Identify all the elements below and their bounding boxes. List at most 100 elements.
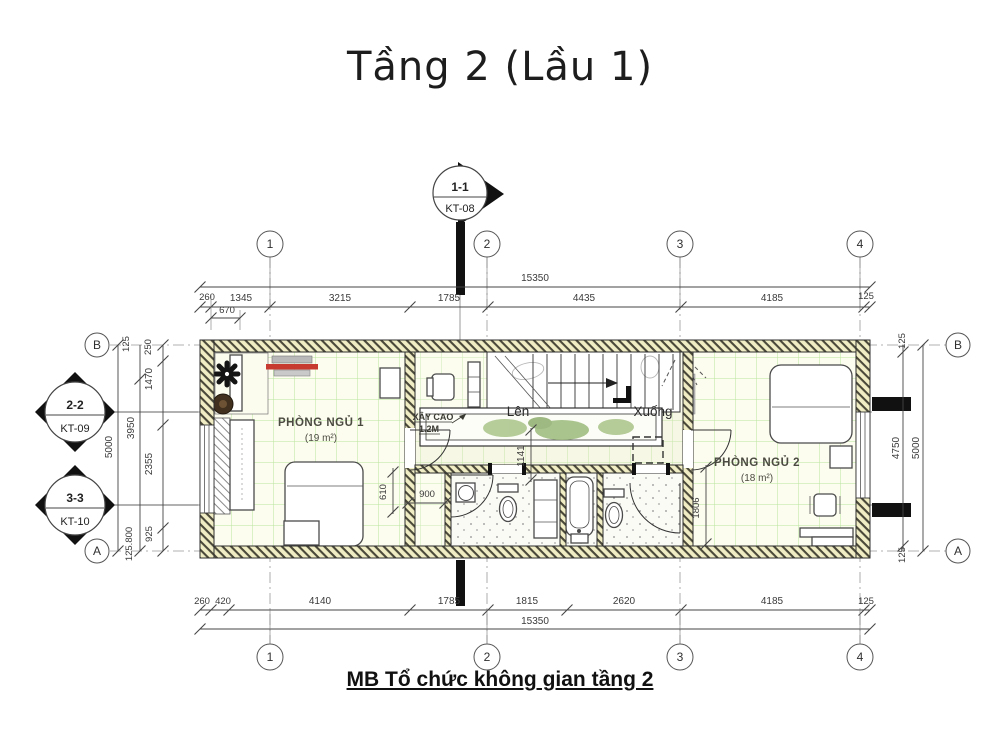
grid-row-B-right: B <box>954 338 962 352</box>
wall-bath-divider2 <box>596 472 604 547</box>
grid-row-A-left: A <box>93 544 101 558</box>
wall-bath-divider1 <box>559 472 567 547</box>
wall-vestibule <box>444 472 452 547</box>
dim-bot-125: 125 <box>858 596 874 607</box>
door-opening-bedroom1 <box>405 428 415 468</box>
bedroom1-area: (19 m²) <box>305 433 337 444</box>
dim-left-5000: 5000 <box>104 435 115 458</box>
doors <box>409 429 732 534</box>
grid-col-3-bottom: 3 <box>677 650 684 664</box>
dim-top-1345: 1345 <box>230 293 253 304</box>
dimensions-bottom: 260 420 4140 1785 1815 2620 4185 125 153… <box>193 596 877 644</box>
dim-int-1806: 1806 <box>691 497 702 518</box>
section-3-3-code: 3-3 <box>66 491 84 505</box>
stair-floor <box>487 352 680 412</box>
shower-cabinet <box>533 479 558 539</box>
grid-bubbles: 1 2 3 4 1 2 3 4 B A B A <box>84 230 971 671</box>
dimensions-left: 125 250 1470 3950 5000 2355 925 125.800 <box>104 336 170 561</box>
bedroom1-label: PHÒNG NGỦ 1 <box>278 416 364 429</box>
dim-bot-1815: 1815 <box>516 596 539 607</box>
stair-up-label: Lên <box>507 404 530 419</box>
door-opening-bedroom2 <box>683 430 693 468</box>
ac-unit-bedroom1 <box>266 355 318 377</box>
grid-row-B-left: B <box>93 338 101 352</box>
door-bedroom1 <box>409 429 451 471</box>
dimensions-interior: 1141 900 610 1806 <box>378 423 713 551</box>
window-right <box>855 411 871 499</box>
section-1-1-sheet: KT-08 <box>445 203 474 215</box>
dim-right-125-bottom: 125 <box>897 547 908 563</box>
dimensions-right: 125 4750 5000 125 <box>891 333 930 563</box>
dimensions-top: 15350 260 1345 3215 1785 4435 4185 125 6… <box>193 273 877 330</box>
note-leader-arrow <box>459 414 466 420</box>
dim-left-2355: 2355 <box>144 452 155 475</box>
walls <box>199 222 911 606</box>
grid-col-4-top: 4 <box>857 237 864 251</box>
dim-bot-4140: 4140 <box>309 596 332 607</box>
window-left <box>199 424 215 514</box>
dim-bot-1785: 1785 <box>438 596 461 607</box>
dim-top-260: 260 <box>199 292 215 303</box>
dim-int-1141: 1141 <box>516 445 527 467</box>
grid-col-1-top: 1 <box>267 237 274 251</box>
door-bath1 <box>450 474 494 518</box>
section-1-1-code: 1-1 <box>451 180 469 194</box>
dim-top-4435: 4435 <box>573 293 596 304</box>
bed-2 <box>769 364 853 444</box>
note-build-high-1: XÂY CAO <box>413 411 454 422</box>
bedroom2-label: PHÒNG NGỦ 2 <box>714 456 800 469</box>
bed-1-bench <box>283 520 320 546</box>
dim-top-1785: 1785 <box>438 293 461 304</box>
section-marker-3-3: 3-3 KT-10 <box>35 465 198 545</box>
sink <box>455 482 476 503</box>
section-2-2-sheet: KT-09 <box>60 423 89 435</box>
bedroom2-chair <box>813 493 837 517</box>
dim-left-1470: 1470 <box>144 367 155 390</box>
dim-bot-4185: 4185 <box>761 596 784 607</box>
balcony-beam-lower <box>872 503 911 517</box>
dim-bot-2620: 2620 <box>613 596 636 607</box>
stair-direction-arrow <box>606 378 618 388</box>
step-2 <box>811 536 854 547</box>
section-bar-bottom <box>456 560 465 606</box>
stair-down-label: Xuống <box>633 404 672 419</box>
nightstand <box>829 445 853 469</box>
note-build-high-2: 1.2M <box>419 424 439 434</box>
dim-right-4750: 4750 <box>891 436 902 459</box>
grid-col-3-top: 3 <box>677 237 684 251</box>
hall-chair <box>431 373 455 401</box>
dim-int-610: 610 <box>378 484 389 500</box>
dim-top-4185: 4185 <box>761 293 784 304</box>
staircase <box>419 351 707 464</box>
dim-top-3215: 3215 <box>329 293 352 304</box>
door-bath2 <box>629 482 681 534</box>
grid-col-4-bottom: 4 <box>857 650 864 664</box>
dim-left-925: 925 <box>144 526 155 542</box>
section-marker-1-1: 1-1 KT-08 <box>432 162 504 226</box>
void-opening-dashed <box>632 436 664 464</box>
balcony-beam-upper <box>872 397 911 411</box>
dim-left-125: 125 <box>121 336 132 352</box>
planter-greenery <box>483 417 634 440</box>
grid-row-A-right: A <box>954 544 962 558</box>
section-marker-2-2: 2-2 KT-09 <box>35 372 198 452</box>
dim-top-125: 125 <box>858 291 874 302</box>
wardrobe-hatch <box>213 417 231 515</box>
grid-col-1-bottom: 1 <box>267 650 274 664</box>
dim-bot-420: 420 <box>215 596 231 607</box>
step-1 <box>799 527 854 538</box>
dim-left-125-800: 125.800 <box>124 527 135 561</box>
door-bedroom2 <box>690 429 732 471</box>
dim-int-900: 900 <box>419 489 435 500</box>
dim-bot-overall: 15350 <box>521 616 549 627</box>
dim-left-3950: 3950 <box>126 416 137 439</box>
toilet-2 <box>603 488 625 529</box>
dim-top-670: 670 <box>219 305 235 316</box>
wall-bottom <box>199 545 871 559</box>
section-bar-top <box>456 222 465 295</box>
drawing-caption-text: MB Tổ chức không gian tầng 2 <box>346 668 654 691</box>
section-2-2-code: 2-2 <box>66 398 84 412</box>
dim-left-250: 250 <box>143 339 154 355</box>
